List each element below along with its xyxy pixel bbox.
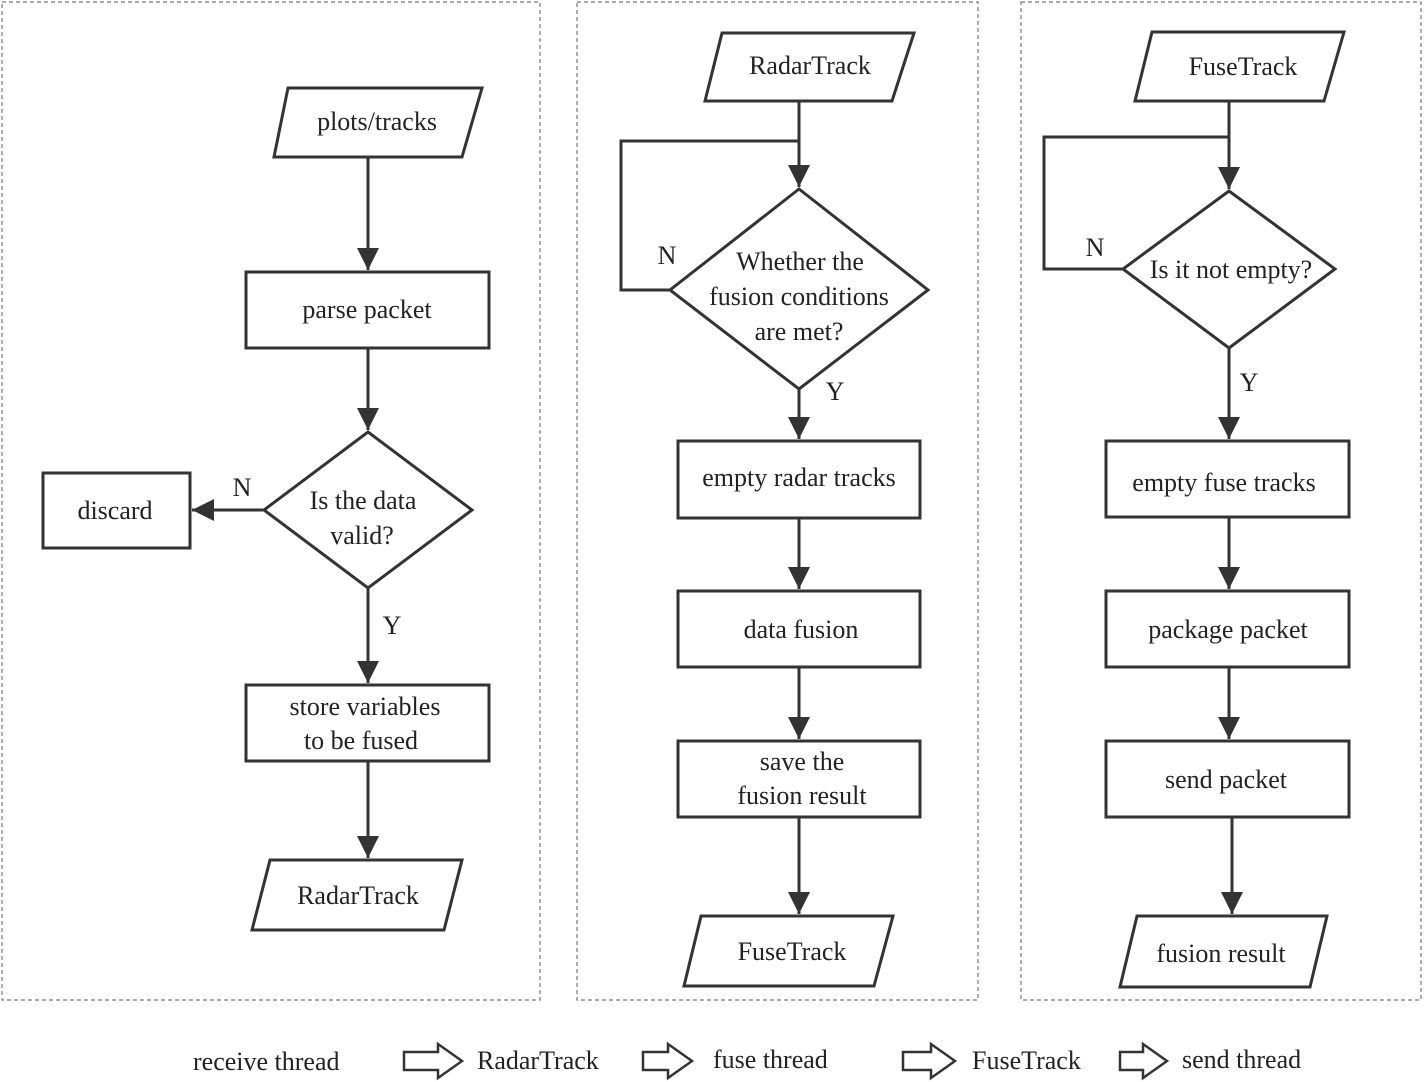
legend-send-thread: send thread (1182, 1045, 1301, 1074)
legend-receive-thread: receive thread (193, 1047, 340, 1076)
empty-radar-tracks-label: empty radar tracks (702, 463, 895, 492)
empty-radar-tracks-node: empty radar tracks (676, 439, 922, 520)
legend-arrow-icon (1118, 1041, 1170, 1081)
save-fusion-result-node: save the fusion result (676, 739, 922, 819)
pipeline-legend: receive thread RadarTrack fuse thread Fu… (193, 1041, 1301, 1081)
receive-input-node: plots/tracks (272, 86, 484, 159)
send-input-node: FuseTrack (1133, 30, 1346, 103)
save-fusion-result-label-line1: save the (760, 747, 844, 776)
data-valid-label-line2: valid? (330, 521, 394, 550)
not-empty-label: Is it not empty? (1150, 255, 1312, 284)
parse-packet-node: parse packet (244, 270, 491, 350)
legend-fuse-thread: fuse thread (713, 1045, 828, 1074)
fuse-input-node: RadarTrack (703, 31, 917, 103)
data-fusion-node: data fusion (676, 589, 922, 669)
fuse-input-label: RadarTrack (749, 51, 871, 80)
discard-node: discard (41, 471, 192, 550)
fuse-no-label: N (658, 241, 677, 270)
fusion-conditions-label-line1: Whether the (736, 247, 864, 276)
parse-packet-label: parse packet (302, 295, 432, 324)
send-input-label: FuseTrack (1189, 52, 1298, 81)
fuse-thread-panel (576, 1, 979, 1001)
store-variables-label-line1: store variables (290, 692, 441, 721)
package-packet-node: package packet (1104, 589, 1351, 669)
package-packet-label: package packet (1148, 615, 1308, 644)
store-variables-label-line2: to be fused (304, 726, 418, 755)
receive-yes-label: Y (383, 611, 402, 640)
legend-arrow-icon (641, 1041, 695, 1081)
send-packet-label: send packet (1165, 765, 1288, 794)
fusion-conditions-label-line2: fusion conditions (709, 282, 889, 311)
legend-radar-track: RadarTrack (477, 1046, 599, 1075)
legend-arrow-icon (901, 1041, 958, 1081)
send-thread-panel (1020, 1, 1422, 1001)
send-output-label: fusion result (1156, 939, 1286, 968)
not-empty-decision: Is it not empty? (1120, 189, 1338, 350)
legend-arrow-icon (402, 1041, 465, 1081)
data-fusion-label: data fusion (744, 615, 859, 644)
receive-output-node: RadarTrack (250, 858, 464, 932)
store-variables-node: store variables to be fused (244, 683, 491, 763)
discard-label: discard (77, 496, 152, 525)
fusion-conditions-decision: Whether the fusion conditions are met? (667, 187, 931, 391)
send-output-node: fusion result (1118, 914, 1329, 989)
send-no-label: N (1086, 233, 1105, 262)
edge-send-no-loop (1042, 135, 1229, 271)
receive-no-label: N (233, 473, 252, 502)
empty-fuse-tracks-label: empty fuse tracks (1132, 468, 1315, 497)
empty-fuse-tracks-node: empty fuse tracks (1104, 439, 1351, 519)
fusion-conditions-label-line3: are met? (755, 317, 844, 346)
receive-thread-panel (1, 1, 541, 1001)
receive-output-label: RadarTrack (297, 881, 419, 910)
data-valid-decision: Is the data valid? (261, 430, 475, 590)
data-valid-label-line1: Is the data (310, 486, 417, 515)
fuse-yes-label: Y (826, 377, 845, 406)
send-packet-node: send packet (1104, 739, 1351, 819)
fuse-output-node: FuseTrack (682, 914, 895, 988)
receive-input-label: plots/tracks (317, 107, 437, 136)
edge-fuse-no-loop (619, 139, 799, 292)
send-yes-label: Y (1240, 368, 1259, 397)
legend-fuse-track: FuseTrack (972, 1046, 1081, 1075)
fuse-output-label: FuseTrack (738, 937, 847, 966)
save-fusion-result-label-line2: fusion result (737, 781, 867, 810)
